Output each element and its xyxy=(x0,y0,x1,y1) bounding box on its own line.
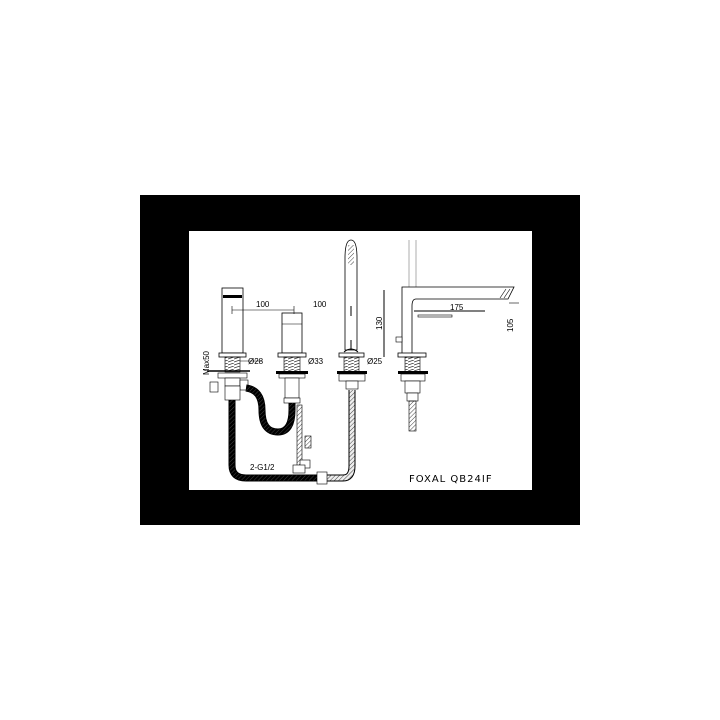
model-label: FOXAL QB24IF xyxy=(409,474,493,485)
dim-deck-thickness: Max50 xyxy=(202,350,211,375)
dim-spacing-left: 100 xyxy=(256,300,270,309)
drawing-panel: 100 100 Ø28 Ø33 Ø25 Max50 130 175 105 2-… xyxy=(189,231,532,490)
side-view-spout xyxy=(395,240,515,432)
technical-drawing: 100 100 Ø28 Ø33 Ø25 Max50 130 175 105 2-… xyxy=(202,239,519,485)
dim-diameter-3: Ø25 xyxy=(367,357,383,366)
dim-diameter-2: Ø33 xyxy=(308,357,324,366)
dim-connection: 2-G1/2 xyxy=(250,463,275,472)
left-mixer xyxy=(207,287,250,401)
dimension-lines xyxy=(231,290,519,362)
dim-spout-reach: 175 xyxy=(450,303,464,312)
middle-diverter xyxy=(276,312,308,404)
dim-height-total: 130 xyxy=(375,316,384,330)
dim-spout-height: 105 xyxy=(506,318,515,332)
dim-diameter-1: Ø28 xyxy=(248,357,264,366)
hand-shower xyxy=(337,239,367,390)
hoses xyxy=(228,384,356,485)
dim-spacing-right: 100 xyxy=(313,300,327,309)
